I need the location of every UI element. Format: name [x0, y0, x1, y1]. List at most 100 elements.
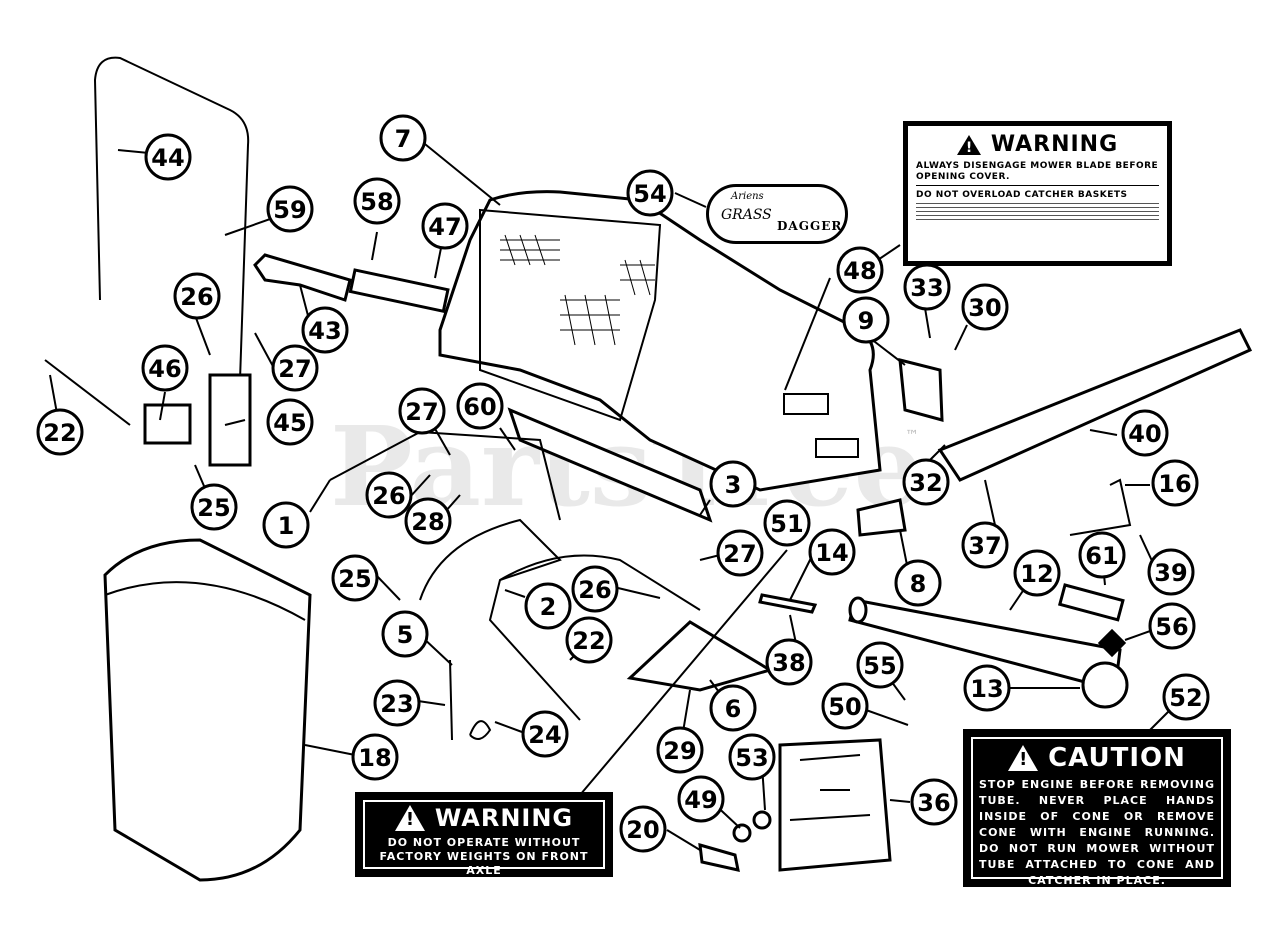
logo-model-word-1: GRASS — [721, 207, 772, 223]
caution-decal-tube: CAUTION STOP ENGINE BEFORE REMOVING TUBE… — [963, 729, 1231, 887]
callout-number: 26 — [578, 576, 611, 604]
grass-dagger-logo-badge: Ariens GRASS DAGGER — [706, 184, 848, 244]
callout-44: 44 — [144, 133, 192, 181]
callout-circle — [301, 306, 349, 354]
callout-number: 44 — [151, 144, 184, 172]
part-36-weight — [778, 738, 892, 872]
callout-circle — [677, 775, 725, 823]
callout-circle — [894, 559, 942, 607]
callout-60: 60 — [456, 382, 504, 430]
callout-23: 23 — [373, 679, 421, 727]
callout-27: 27 — [716, 529, 764, 577]
callout-number: 39 — [1154, 559, 1187, 587]
callout-number: 25 — [197, 494, 230, 522]
warning-decal-weights-title: WARNING — [434, 804, 574, 832]
callout-number: 37 — [968, 532, 1001, 560]
callout-52: 52 — [1162, 673, 1210, 721]
part-37-plate — [937, 328, 1253, 482]
callout-number: 16 — [1158, 470, 1191, 498]
part-7-screen-hatch — [500, 234, 655, 346]
callout-number: 29 — [663, 737, 696, 765]
part-46-clip — [143, 403, 192, 445]
callout-number: 51 — [770, 510, 803, 538]
callout-circle — [626, 169, 674, 217]
callout-circle — [963, 664, 1011, 712]
callout-number: 40 — [1128, 420, 1161, 448]
callout-number: 50 — [828, 693, 861, 721]
callout-circle — [524, 582, 572, 630]
callout-number: 14 — [815, 539, 848, 567]
callout-circle — [842, 296, 890, 344]
callout-number: 22 — [572, 627, 605, 655]
callout-49: 49 — [677, 775, 725, 823]
callout-circle — [141, 344, 189, 392]
callout-circle — [266, 398, 314, 446]
callout-number: 60 — [463, 393, 496, 421]
callout-58: 58 — [353, 177, 401, 225]
callout-25: 25 — [331, 554, 379, 602]
callout-30: 30 — [961, 283, 1009, 331]
callout-7: 7 — [379, 114, 427, 162]
callout-38: 38 — [765, 638, 813, 686]
callout-22: 22 — [36, 408, 84, 456]
callout-circle — [728, 733, 776, 781]
warning-decal-cover: WARNING ALWAYS DISENGAGE MOWER BLADE BEF… — [903, 121, 1172, 266]
callout-24: 24 — [521, 710, 569, 758]
callout-circle — [565, 616, 613, 664]
callout-circle — [351, 733, 399, 781]
callout-number: 27 — [405, 398, 438, 426]
callout-number: 27 — [723, 540, 756, 568]
callout-27: 27 — [398, 387, 446, 435]
callout-circle — [808, 528, 856, 576]
callout-59: 59 — [266, 185, 314, 233]
part-61-bar — [1057, 583, 1125, 622]
callout-number: 22 — [43, 419, 76, 447]
callout-circle — [709, 460, 757, 508]
warning-triangle-icon — [394, 805, 425, 831]
callout-number: 47 — [428, 213, 461, 241]
callout-26: 26 — [365, 471, 413, 519]
callout-number: 5 — [397, 621, 414, 649]
part-49-washer — [732, 823, 752, 843]
callout-number: 7 — [395, 125, 412, 153]
callout-3: 3 — [709, 460, 757, 508]
callout-number: 55 — [863, 652, 896, 680]
callout-number: 8 — [910, 570, 927, 598]
callout-number: 3 — [725, 471, 742, 499]
caution-decal-title-row: CAUTION — [979, 743, 1215, 773]
callout-circle — [271, 344, 319, 392]
callout-circle — [1013, 549, 1061, 597]
callout-number: 46 — [148, 355, 181, 383]
callout-number: 54 — [633, 180, 666, 208]
callout-number: 24 — [528, 721, 561, 749]
callout-50: 50 — [821, 682, 869, 730]
part-20-bolt — [698, 842, 740, 872]
callout-48: 48 — [836, 246, 884, 294]
callout-number: 20 — [626, 816, 659, 844]
callout-56: 56 — [1148, 602, 1196, 650]
callout-40: 40 — [1121, 409, 1169, 457]
callout-number: 26 — [372, 482, 405, 510]
callout-circle — [379, 114, 427, 162]
part-6-bracket — [626, 620, 774, 692]
callout-26: 26 — [571, 565, 619, 613]
callout-12: 12 — [1013, 549, 1061, 597]
callout-26: 26 — [173, 272, 221, 320]
part-43-bracket — [253, 253, 352, 302]
callout-circle — [709, 684, 757, 732]
callout-number: 48 — [843, 257, 876, 285]
callout-number: 38 — [772, 649, 805, 677]
part-16-bracket — [1069, 478, 1132, 536]
callout-8: 8 — [894, 559, 942, 607]
part-7-window — [479, 208, 662, 422]
callout-53: 53 — [728, 733, 776, 781]
part-18-basket-rim — [104, 581, 306, 621]
callout-54: 54 — [626, 169, 674, 217]
caution-decal-title: CAUTION — [1048, 743, 1186, 773]
callout-18: 18 — [351, 733, 399, 781]
warning-decal-weights-body: DO NOT OPERATE WITHOUT FACTORY WEIGHTS O… — [379, 836, 589, 877]
callout-circle — [521, 710, 569, 758]
part-24-clip — [469, 720, 492, 740]
